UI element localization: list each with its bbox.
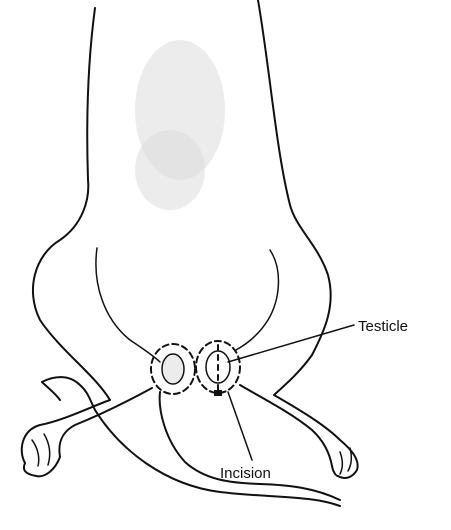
right-hind-leg-lower <box>240 385 338 476</box>
body-left-outline <box>33 8 110 400</box>
right-paw-toes <box>340 448 351 474</box>
left-hind-leg-lower <box>24 388 152 476</box>
left-paw-toes <box>32 434 50 466</box>
left-thigh-line <box>96 248 160 362</box>
right-hind-leg-upper <box>274 355 358 478</box>
incision-marks <box>214 345 222 396</box>
incision-label: Incision <box>220 465 271 482</box>
testicle-label: Testicle <box>358 318 408 335</box>
right-thigh-line <box>236 250 278 350</box>
belly-shading <box>135 40 225 210</box>
tail-tip <box>42 382 60 400</box>
anus <box>151 344 195 394</box>
incision-leader-line <box>228 392 252 460</box>
body-right-outline <box>258 0 331 355</box>
